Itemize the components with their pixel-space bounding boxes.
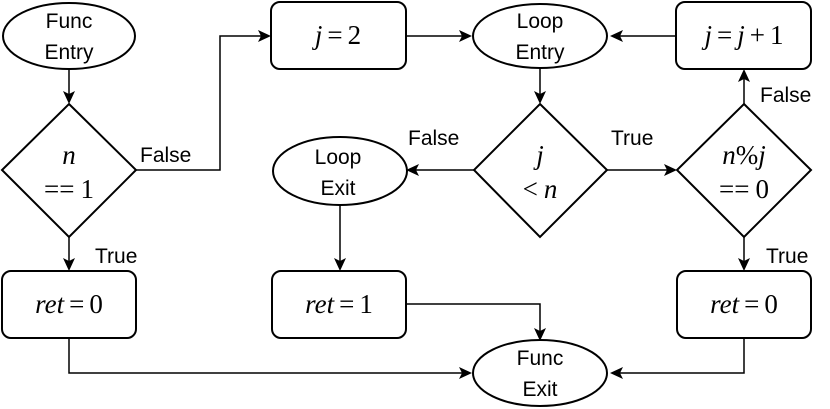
ret0-left-box xyxy=(1,270,137,339)
arrowhead xyxy=(610,367,623,379)
cond-j-expr: <n xyxy=(523,174,558,204)
func-entry-line2: Entry xyxy=(44,41,94,64)
jinc-plus: + xyxy=(750,20,765,50)
jinc-expr: j=j+1 xyxy=(702,20,784,50)
cond-mod-op: == xyxy=(719,174,749,204)
func-entry-ellipse xyxy=(2,2,136,70)
arrowhead xyxy=(738,69,750,82)
cond-mod-line1: n%j xyxy=(722,140,766,170)
jinc-var2: j xyxy=(734,20,745,50)
func-entry-line1: Func xyxy=(46,10,93,33)
loop-entry-ellipse xyxy=(472,3,608,69)
label-cond-n-false: False xyxy=(140,144,191,167)
ret0-right-num: 0 xyxy=(764,289,778,319)
j2-var: j xyxy=(312,20,323,50)
arrowhead xyxy=(63,91,75,104)
label-cond-n-true: True xyxy=(95,245,137,268)
arrowhead xyxy=(534,91,546,104)
func-exit-ellipse xyxy=(472,339,608,407)
arrowhead xyxy=(334,258,346,271)
cond-n-op: == xyxy=(44,174,74,204)
loop-exit-ellipse xyxy=(272,136,408,206)
ret1-var: ret xyxy=(305,289,335,319)
loop-entry-node: Loop Entry xyxy=(472,3,608,69)
ret1-box xyxy=(271,270,407,339)
cond-mod-line2: ==0 xyxy=(719,174,769,204)
j-increment-node: j=j+1 xyxy=(675,1,812,70)
jinc-box xyxy=(675,1,812,70)
ret1-expr: ret=1 xyxy=(305,289,373,319)
edge-ret1-to-func-exit xyxy=(406,303,541,331)
j2-num: 2 xyxy=(348,20,362,50)
label-cond-j-false: False xyxy=(408,127,459,150)
cond-n-expr: ==1 xyxy=(44,174,94,204)
func-exit-node: Func Exit xyxy=(472,339,608,407)
edge-ret0-left-to-func-exit xyxy=(68,338,462,374)
arrowhead xyxy=(610,30,623,42)
arrowhead xyxy=(664,164,677,176)
arrowhead xyxy=(534,328,546,341)
cond-mod-var1: n xyxy=(722,140,736,170)
ret0-left-var: ret xyxy=(35,289,65,319)
loop-entry-line1: Loop xyxy=(517,10,564,33)
loop-exit-node: Loop Exit xyxy=(272,136,408,206)
edge-ret0-right-to-func-exit xyxy=(620,338,745,374)
ret0-left-num: 0 xyxy=(89,289,103,319)
ret1-num: 1 xyxy=(359,289,373,319)
j2-expr: j=2 xyxy=(312,20,361,50)
cond-n-diamond xyxy=(0,102,138,239)
edges xyxy=(63,30,750,379)
cond-j-diamond xyxy=(472,102,609,239)
loop-exit-line2: Exit xyxy=(320,177,355,200)
func-exit-line2: Exit xyxy=(522,378,557,401)
cond-j-op: < xyxy=(523,174,538,204)
arrowhead xyxy=(258,30,271,42)
func-entry-node: Func Entry xyxy=(2,2,136,70)
j-eq-2-node: j=2 xyxy=(270,1,407,70)
loop-entry-line2: Entry xyxy=(515,41,565,64)
ret0-left-expr: ret=0 xyxy=(35,289,103,319)
arrowhead xyxy=(738,258,750,271)
cond-n-var: n xyxy=(62,140,76,170)
ret0-right-op: = xyxy=(744,289,759,319)
cond-j-var2: n xyxy=(544,174,558,204)
ret0-right-expr: ret=0 xyxy=(710,289,778,319)
cond-n-eq-1-node: n ==1 xyxy=(0,102,138,239)
cond-mod-node: n%j ==0 xyxy=(675,102,813,239)
ret0-left-node: ret=0 xyxy=(1,270,137,339)
jinc-var1: j xyxy=(702,20,713,50)
ret1-op: = xyxy=(339,289,354,319)
j2-box xyxy=(270,1,407,70)
cond-n-num: 1 xyxy=(80,174,94,204)
ret0-left-op: = xyxy=(69,289,84,319)
cond-mod-num: 0 xyxy=(755,174,769,204)
cond-mod-diamond xyxy=(675,102,813,239)
j2-op: = xyxy=(327,20,342,50)
func-exit-line1: Func xyxy=(517,347,564,370)
cond-j-var1: j xyxy=(533,140,544,170)
ret0-right-var: ret xyxy=(710,289,740,319)
arrowhead xyxy=(459,30,472,42)
jinc-num: 1 xyxy=(770,20,784,50)
label-cond-mod-false: False xyxy=(760,84,811,107)
arrowhead xyxy=(63,258,75,271)
ret0-right-box xyxy=(676,270,812,339)
ret0-right-node: ret=0 xyxy=(676,270,812,339)
cond-mod-pct: % xyxy=(736,140,759,170)
label-cond-j-true: True xyxy=(611,127,653,150)
edge-labels: False True False True False True xyxy=(95,84,811,268)
cond-j-lt-n-node: j <n xyxy=(472,102,609,239)
jinc-op: = xyxy=(717,20,732,50)
ret1-node: ret=1 xyxy=(271,270,407,339)
label-cond-mod-true: True xyxy=(766,245,808,268)
cond-mod-var2: j xyxy=(755,140,766,170)
arrowhead xyxy=(459,367,472,379)
edge-cond-n-false xyxy=(136,35,261,171)
loop-exit-line1: Loop xyxy=(315,146,362,169)
arrowhead xyxy=(406,164,419,176)
